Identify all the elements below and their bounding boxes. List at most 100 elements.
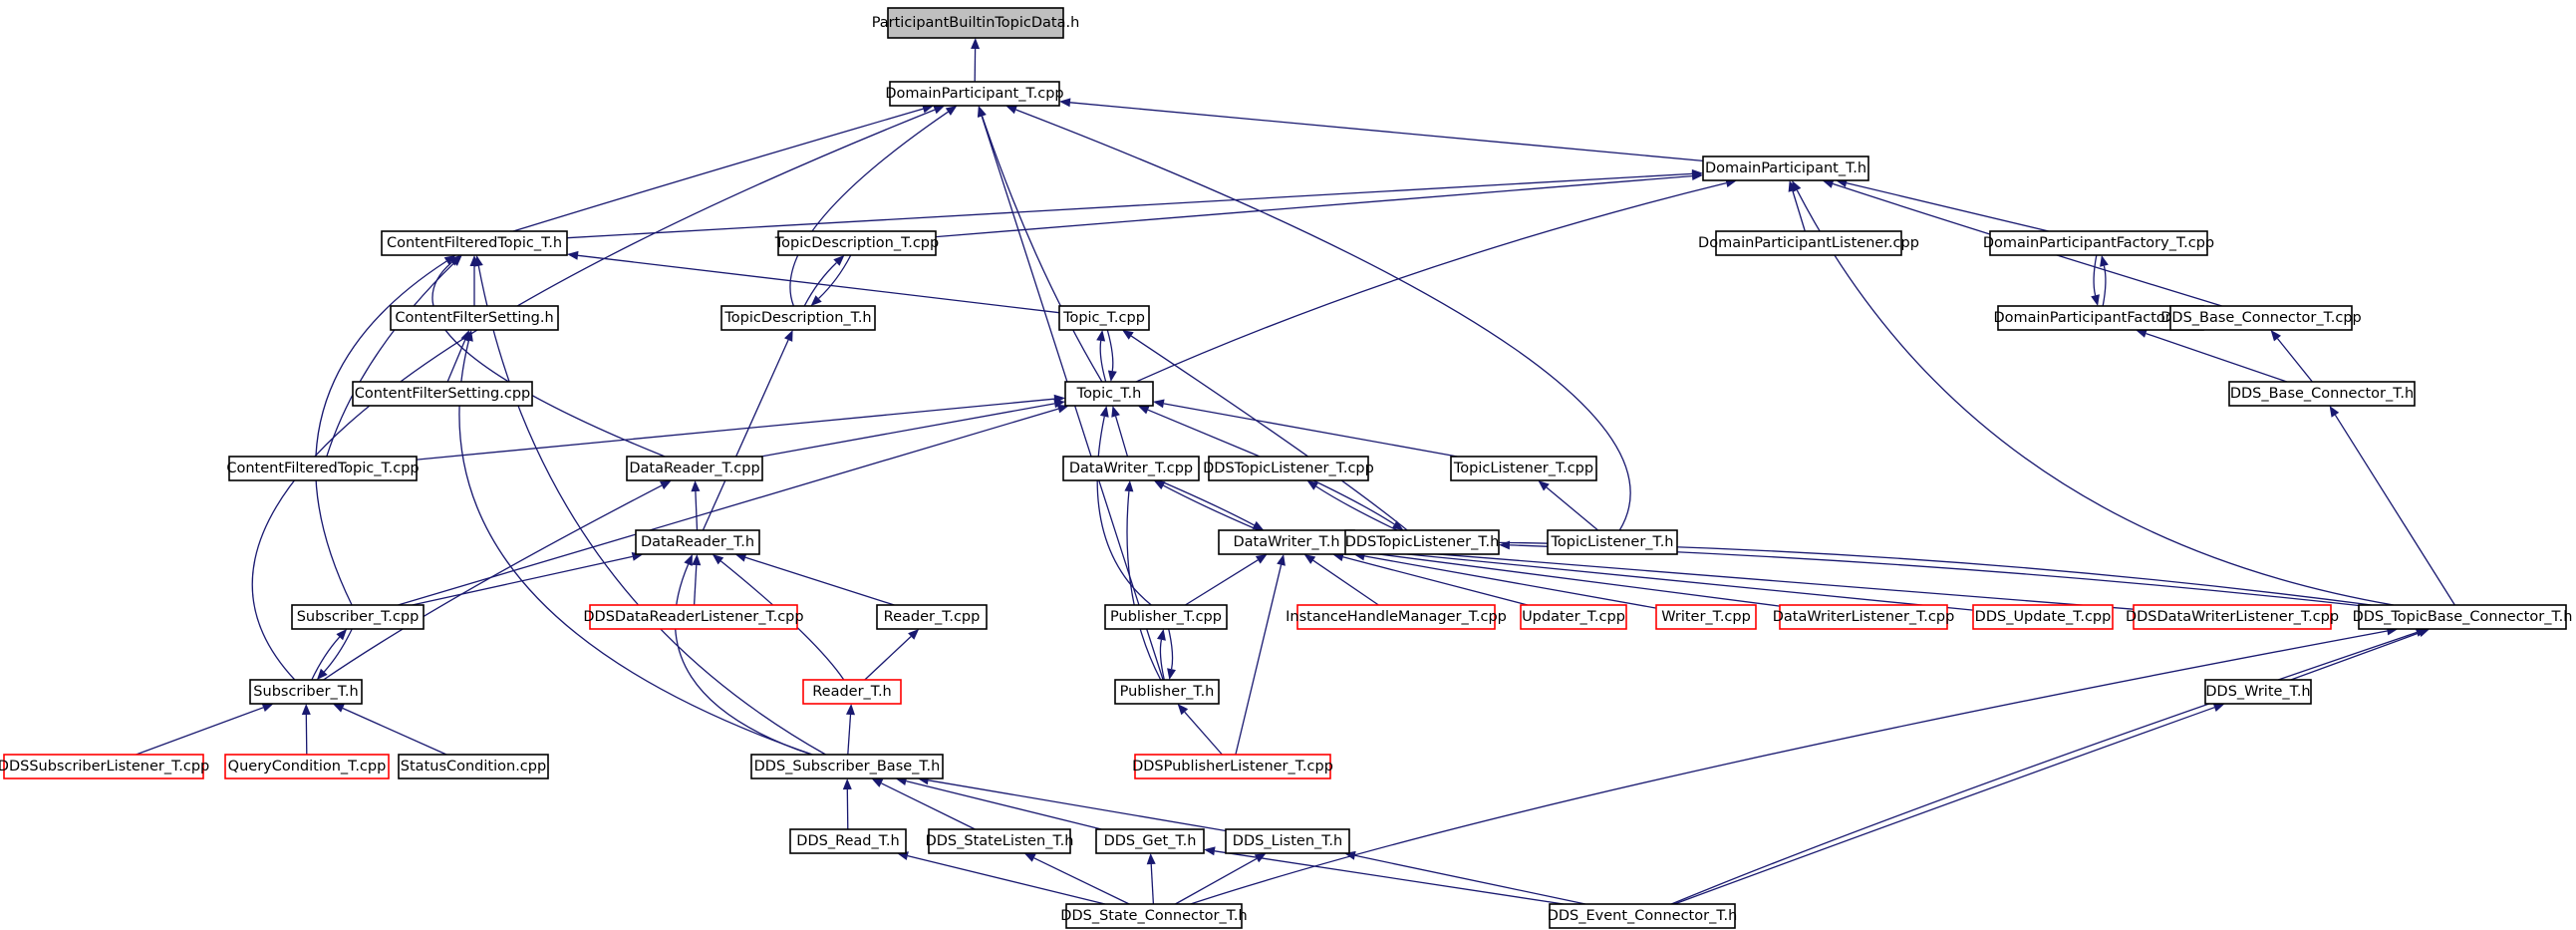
edge-dpf_h-to-dpf_cpp [2100, 255, 2109, 307]
node-ddspl-cpp[interactable]: DDSPublisherListener_T.cpp [1132, 754, 1333, 779]
node-cfs-cpp[interactable]: ContentFilterSetting.cpp [352, 381, 533, 407]
node-label: DDSTopicListener_T.h [1345, 534, 1500, 550]
node-box [390, 305, 559, 331]
arrowhead-icon [1391, 520, 1404, 530]
node-tl-h[interactable]: TopicListener_T.h [1547, 529, 1678, 555]
edge-sub_cpp-to-sub_h [316, 628, 353, 680]
edge-line [2146, 332, 2288, 383]
edge-dsb_h-to-cfs_h [458, 330, 813, 756]
node-ddsdrl-cpp[interactable]: DDSDataReaderListener_T.cpp [583, 604, 804, 630]
node-reader-cpp[interactable]: Reader_T.cpp [876, 604, 988, 630]
edge-line [981, 116, 1103, 383]
arrowhead-icon [1255, 554, 1268, 564]
node-sc-cpp[interactable]: StatusCondition.cpp [398, 754, 549, 779]
node-dsc-h[interactable]: DDS_State_Connector_T.h [1060, 903, 1248, 929]
node-sub-h[interactable]: Subscriber_T.h [249, 679, 363, 705]
edge-line [1158, 479, 1255, 526]
node-label: DDS_StateListen_T.h [926, 833, 1074, 849]
node-ddsget-h[interactable]: DDS_Get_T.h [1095, 828, 1205, 854]
node-ddstl-h[interactable]: DDSTopicListener_T.h [1344, 529, 1500, 555]
node-box [635, 529, 760, 555]
node-label: Topic_T.h [1076, 386, 1142, 402]
node-box [352, 381, 533, 407]
edge-reader_h-to-reader_cpp [864, 629, 920, 681]
node-label: DataWriterListener_T.cpp [1773, 609, 1955, 625]
node-qc-cpp[interactable]: QueryCondition_T.cpp [224, 754, 390, 779]
arrowhead-icon [922, 104, 934, 114]
node-dbc-h[interactable]: DDS_Base_Connector_T.h [2228, 381, 2416, 407]
node-dp-cpp[interactable]: DomainParticipant_T.cpp [885, 81, 1064, 107]
node-ddssl-cpp[interactable]: DDSSubscriberListener_T.cpp [0, 754, 209, 779]
node-cft-cpp[interactable]: ContentFilteredTopic_T.cpp [226, 456, 420, 481]
node-cfs-h[interactable]: ContentFilterSetting.h [390, 305, 559, 331]
node-pub-h[interactable]: Publisher_T.h [1114, 679, 1220, 705]
node-sub-cpp[interactable]: Subscriber_T.cpp [291, 604, 425, 630]
node-ddsupd-cpp[interactable]: DDS_Update_T.cpp [1972, 604, 2114, 630]
node-cft-h[interactable]: ContentFilteredTopic_T.h [381, 230, 568, 256]
edge-line [326, 262, 455, 458]
edge-line [1114, 416, 1129, 458]
edge-line [1364, 540, 2372, 606]
node-td-h[interactable]: TopicDescription_T.h [720, 305, 876, 331]
node-td-cpp[interactable]: TopicDescription_T.cpp [774, 230, 939, 256]
edge-line [1235, 564, 1283, 756]
node-dpl-cpp[interactable]: DomainParticipantListener.cpp [1698, 230, 1919, 256]
node-dsb-h[interactable]: DDS_Subscriber_Base_T.h [750, 754, 944, 779]
node-ddslisten-h[interactable]: DDS_Listen_T.h [1225, 828, 1350, 854]
node-topic-cpp[interactable]: Topic_T.cpp [1058, 305, 1150, 331]
node-writer-cpp[interactable]: Writer_T.cpp [1655, 604, 1757, 630]
edge-line [1364, 555, 1657, 609]
node-tl-cpp[interactable]: TopicListener_T.cpp [1450, 456, 1597, 481]
node-box [928, 828, 1071, 854]
node-topic-h[interactable]: Topic_T.h [1064, 381, 1154, 407]
edge-ddstl_cpp-to-ddstl_h [1312, 479, 1404, 530]
arrowhead-icon [1056, 404, 1069, 414]
node-label: DomainParticipant_T.cpp [885, 86, 1063, 102]
edge-line [1130, 335, 1408, 531]
edge-ihm_cpp-to-dw_h [1303, 554, 1379, 606]
node-dec-h[interactable]: DDS_Event_Connector_T.h [1548, 903, 1738, 929]
node-dpf-h[interactable]: DomainParticipantFactory_T.h [1993, 305, 2208, 331]
node-ddssl-h[interactable]: DDS_StateListen_T.h [926, 828, 1074, 854]
edge-line [305, 714, 308, 756]
edge-line [1168, 628, 1174, 670]
edge-sub_h-to-dr_cpp [323, 480, 672, 681]
node-dtbc-h[interactable]: DDS_TopicBase_Connector_T.h [2353, 604, 2573, 630]
edge-line [311, 636, 341, 681]
node-reader-h[interactable]: Reader_T.h [802, 679, 902, 705]
edge-line [1315, 485, 1398, 531]
node-dpf-cpp[interactable]: DomainParticipantFactory_T.cpp [1983, 230, 2214, 256]
node-upd-cpp[interactable]: Updater_T.cpp [1520, 604, 1627, 630]
node-dbc-cpp[interactable]: DDS_Base_Connector_T.cpp [2160, 305, 2362, 331]
node-label: DomainParticipantFactory_T.h [1993, 310, 2207, 326]
node-label: ContentFilterSetting.cpp [355, 386, 531, 402]
node-label: DDS_Base_Connector_T.h [2230, 386, 2414, 402]
node-root[interactable]: ParticipantBuiltinTopicData.h [872, 7, 1080, 39]
node-ddsdwl-cpp[interactable]: DDSDataWriterListener_T.cpp [2126, 604, 2339, 630]
node-ddsread-h[interactable]: DDS_Read_T.h [789, 828, 907, 854]
node-box [1702, 155, 1869, 181]
node-label: StatusCondition.cpp [401, 759, 546, 775]
node-dr-cpp[interactable]: DataReader_T.cpp [626, 456, 763, 481]
edge-topic_cpp-to-topic_h [1106, 329, 1117, 382]
node-ddswrite-h[interactable]: DDS_Write_T.h [2204, 679, 2312, 705]
node-label: DataWriter_T.h [1233, 534, 1339, 550]
node-label: TopicDescription_T.cpp [774, 235, 939, 251]
edge-sub_h-to-dp_cpp [251, 105, 946, 681]
edge-line [1099, 340, 1107, 383]
arrowhead-icon [1252, 520, 1265, 530]
node-pub-cpp[interactable]: Publisher_T.cpp [1104, 604, 1228, 630]
node-dr-h[interactable]: DataReader_T.h [635, 529, 760, 555]
arrowhead-icon [1157, 629, 1166, 641]
edge-sub_cpp-to-topic_h [398, 404, 1069, 606]
node-dw-cpp[interactable]: DataWriter_T.cpp [1062, 456, 1200, 481]
arrowhead-icon [1059, 98, 1071, 108]
arrowhead-icon [2100, 255, 2109, 267]
node-ddstl-cpp[interactable]: DDSTopicListener_T.cpp [1203, 456, 1374, 481]
edge-sc_cpp-to-sub_h [332, 704, 447, 756]
node-dp-h[interactable]: DomainParticipant_T.h [1702, 155, 1869, 181]
edge-line [1342, 556, 1529, 606]
node-ihm-cpp[interactable]: InstanceHandleManager_T.cpp [1286, 604, 1507, 630]
node-dw-h[interactable]: DataWriter_T.h [1218, 529, 1355, 555]
node-dwl-cpp[interactable]: DataWriterListener_T.cpp [1773, 604, 1955, 630]
